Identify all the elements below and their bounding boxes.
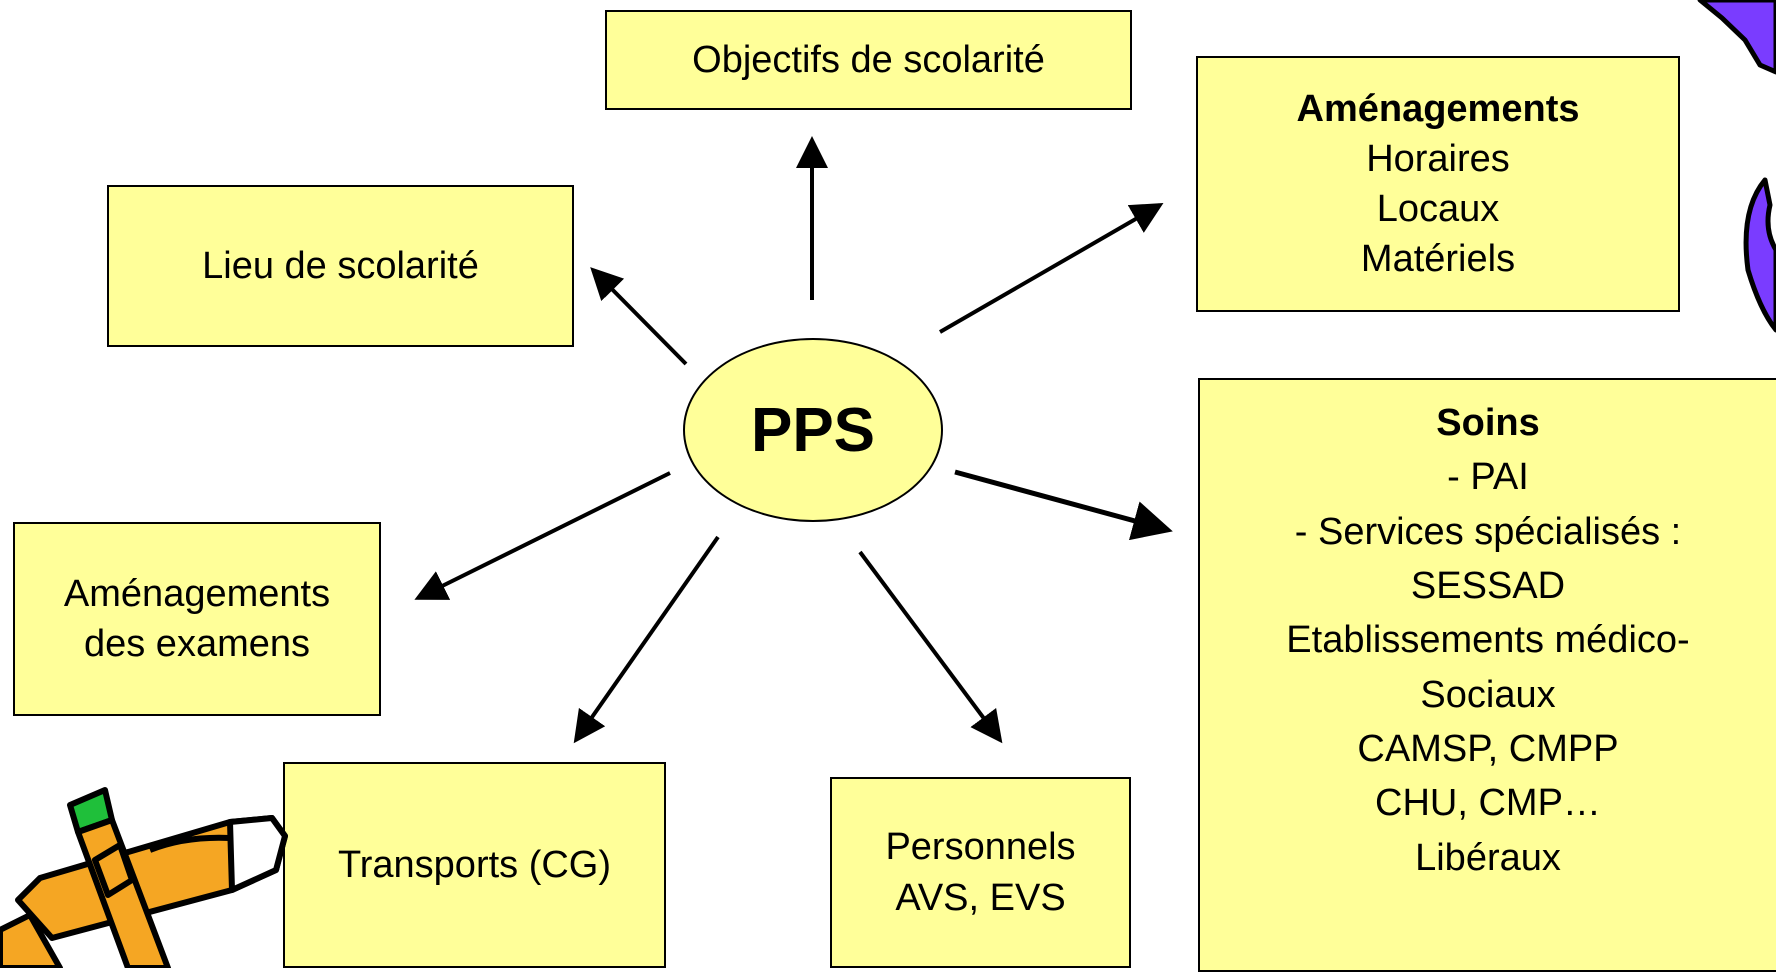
soins-line: SESSAD <box>1410 564 1566 607</box>
soins-line: Libéraux <box>1415 836 1561 879</box>
soins-title: Soins <box>1436 402 1540 444</box>
pps-node: PPS <box>683 338 943 522</box>
amenagements-title: Aménagements <box>1296 87 1580 130</box>
arrow-to-lieu <box>590 267 688 366</box>
pencils-icon <box>0 787 288 968</box>
personnels-line: AVS, EVS <box>895 876 1066 919</box>
personnels-line: Personnels <box>885 826 1076 869</box>
soins-line: CAMSP, CMPP <box>1357 727 1619 770</box>
soins-line: Sociaux <box>1420 673 1556 716</box>
soins-line: Etablissements médico- <box>1286 619 1690 662</box>
examens-box: Aménagements des examens <box>13 522 381 716</box>
soins-box: Soins - PAI - Services spécialisés : SES… <box>1198 378 1776 972</box>
amenagements-line: Horaires <box>1366 137 1510 180</box>
arrow-to-amenagements <box>939 203 1164 334</box>
transports-box: Transports (CG) <box>283 762 666 968</box>
pps-label: PPS <box>750 395 876 465</box>
arrow-to-soins <box>954 469 1173 541</box>
arrow-to-examens <box>414 471 671 600</box>
examens-line: des examens <box>83 623 310 665</box>
examens-line: Aménagements <box>63 572 331 615</box>
amenagements-line: Locaux <box>1376 188 1500 230</box>
purple-ribbon-icon <box>1697 0 1776 333</box>
amenagements-box: Aménagements Horaires Locaux Matériels <box>1196 56 1680 312</box>
arrow-to-personnels <box>858 550 1003 744</box>
lieu-label: Lieu de scolarité <box>202 244 479 287</box>
lieu-box: Lieu de scolarité <box>107 185 574 347</box>
soins-line: CHU, CMP… <box>1375 782 1601 825</box>
amenagements-line: Matériels <box>1360 238 1516 281</box>
objectifs-label: Objectifs de scolarité <box>692 38 1045 81</box>
soins-line: - PAI <box>1447 456 1529 499</box>
personnels-box: Personnels AVS, EVS <box>830 777 1131 968</box>
arrow-to-transports <box>573 535 720 744</box>
objectifs-box: Objectifs de scolarité <box>605 10 1132 110</box>
transports-label: Transports (CG) <box>337 843 612 886</box>
soins-line: - Services spécialisés : <box>1294 510 1682 553</box>
